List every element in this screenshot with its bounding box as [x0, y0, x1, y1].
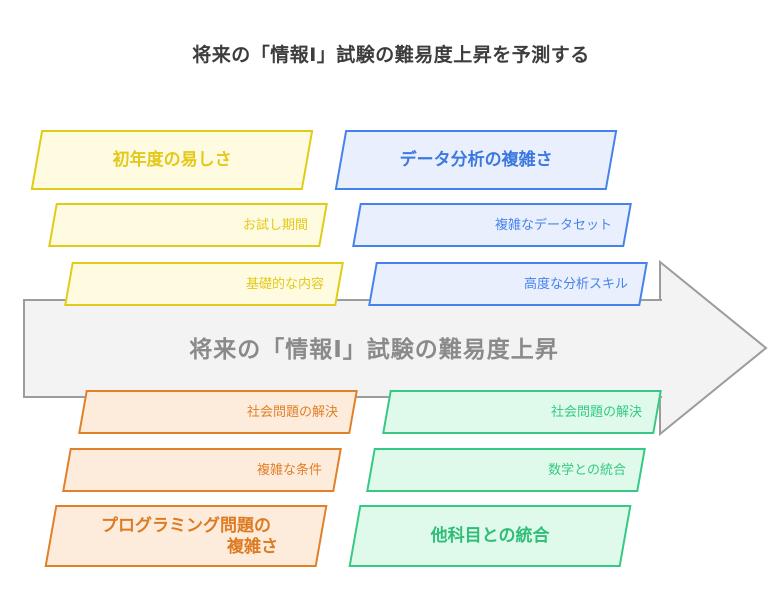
- group-integration-item-2-label: 数学との統合: [548, 461, 626, 477]
- center-arrow-label: 将来の「情報Ⅰ」試験の難易度上昇: [189, 336, 559, 362]
- group-data-analysis-item-1[interactable]: 複雑なデータセット: [352, 203, 632, 247]
- page-title: 将来の「情報Ⅰ」試験の難易度上昇を予測する: [192, 45, 590, 66]
- group-programming-item-1[interactable]: 社会問題の解決: [78, 390, 358, 434]
- group-integration-item-1-label: 社会問題の解決: [550, 403, 642, 419]
- group-programming-heading[interactable]: プログラミング問題の 複雑さ: [44, 505, 328, 567]
- group-programming-heading-line2: 複雑さ: [227, 537, 278, 556]
- group-integration-item-1[interactable]: 社会問題の解決: [382, 390, 662, 434]
- group-programming-item-1-label: 社会問題の解決: [246, 403, 338, 419]
- group-initial-ease-item-2-label: 基礎的な内容: [245, 275, 324, 291]
- group-data-analysis-item-2[interactable]: 高度な分析スキル: [368, 262, 648, 306]
- group-data-analysis-heading[interactable]: データ分析の複雑さ: [334, 130, 618, 190]
- group-initial-ease-item-2[interactable]: 基礎的な内容: [64, 262, 344, 306]
- group-programming-heading-line1: プログラミング問題の: [101, 515, 271, 535]
- group-programming-item-2-label: 複雑な条件: [256, 461, 322, 477]
- group-data-analysis-heading-label: データ分析の複雑さ: [399, 150, 553, 170]
- group-data-analysis-item-1-label: 複雑なデータセット: [494, 216, 612, 232]
- group-initial-ease-heading[interactable]: 初年度の易しさ: [30, 130, 314, 190]
- group-initial-ease-item-1-label: お試し期間: [242, 216, 308, 232]
- group-integration-heading[interactable]: 他科目との統合: [348, 505, 632, 567]
- group-integration-heading-label: 他科目との統合: [430, 526, 550, 546]
- group-initial-ease-heading-label: 初年度の易しさ: [112, 150, 232, 170]
- group-programming-item-2[interactable]: 複雑な条件: [62, 448, 342, 492]
- group-integration-item-2[interactable]: 数学との統合: [366, 448, 646, 492]
- group-data-analysis-item-2-label: 高度な分析スキル: [523, 275, 628, 291]
- group-initial-ease-item-1[interactable]: お試し期間: [48, 203, 328, 247]
